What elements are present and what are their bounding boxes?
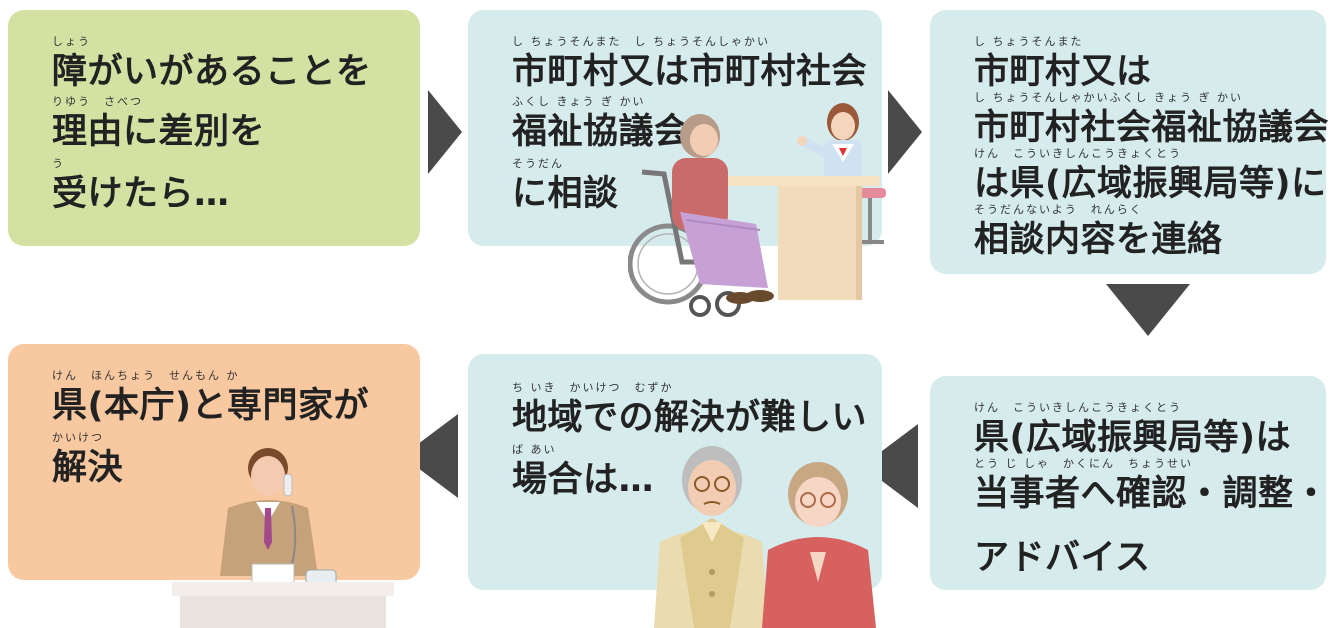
step-5-line-2: ば あい場合は… — [512, 443, 655, 501]
ruby: りゆう さべつ — [52, 95, 143, 108]
ruby: ば あい — [512, 443, 557, 456]
ruby: しょう — [52, 35, 91, 48]
arrow-down — [1106, 284, 1190, 336]
ruby: し ちょうそんまた — [974, 35, 1084, 48]
step-4-box: けん こういきしんこうきょくとう県(広域振興局等)は とう じ しゃ かくにん … — [930, 376, 1330, 590]
step-6-box: けん ほんちょう せんもん か県(本庁)と専門家が かいけつ解決 — [8, 344, 420, 580]
step-1-line-3: う受けたら… — [52, 157, 230, 215]
elderly-couple-illustration — [654, 446, 876, 628]
officer-illustration — [172, 448, 394, 628]
arrow-right-2 — [888, 90, 922, 174]
step-3-box: し ちょうそんまた市町村又は し ちょうそんしゃかいふくし きょう ぎ かい市町… — [930, 10, 1330, 274]
step-4-line-2: とう じ しゃ かくにん ちょうせい当事者へ確認・調整・ — [974, 457, 1330, 515]
ruby: とう じ しゃ かくにん ちょうせい — [974, 457, 1193, 470]
step-3-line-4: そうだんないよう れんらく相談内容を連絡 — [974, 203, 1223, 261]
step-6-line-2: かいけつ解決 — [52, 431, 124, 489]
ruby: ふくし きょう ぎ かい — [512, 95, 646, 108]
ruby: ち いき かいけつ むずか — [512, 381, 674, 394]
ruby: けん ほんちょう せんもん か — [52, 369, 240, 382]
ruby: し ちょうそんまた し ちょうそんしゃかい — [512, 35, 770, 48]
step-2-line-2: ふくし きょう ぎ かい福祉協議会 — [512, 95, 690, 153]
step-2-line-3: そうだんに相談 — [512, 157, 619, 215]
step-1-line-2: りゆう さべつ理由に差別を — [52, 95, 266, 153]
ruby: う — [52, 157, 65, 170]
step-1-box: しょう障がいがあることを りゆう さべつ理由に差別を う受けたら… — [8, 10, 420, 246]
arrow-right-1 — [428, 90, 462, 174]
ruby: かいけつ — [52, 431, 104, 444]
consultation-illustration — [628, 103, 886, 317]
ruby: けん こういきしんこうきょくとう — [974, 401, 1182, 414]
ruby: そうだん — [512, 157, 564, 170]
step-2-line-1: し ちょうそんまた し ちょうそんしゃかい市町村又は市町村社会 — [512, 35, 868, 93]
step-3-line-1: し ちょうそんまた市町村又は — [974, 35, 1152, 93]
ruby: し ちょうそんしゃかいふくし きょう ぎ かい — [974, 91, 1243, 104]
step-5-line-1: ち いき かいけつ むずか地域での解決が難しい — [512, 381, 868, 439]
ruby: そうだんないよう れんらく — [974, 203, 1143, 216]
step-4-line-1: けん こういきしんこうきょくとう県(広域振興局等)は — [974, 401, 1291, 459]
step-3-line-2: し ちょうそんしゃかいふくし きょう ぎ かい市町村社会福祉協議会 — [974, 91, 1330, 149]
step-1-line-1: しょう障がいがあることを — [52, 35, 372, 93]
step-6-line-1: けん ほんちょう せんもん か県(本庁)と専門家が — [52, 369, 369, 427]
step-4-line-3: アドバイス — [974, 538, 1151, 578]
ruby: けん こういきしんこうきょくとう — [974, 147, 1182, 160]
step-3-line-3: けん こういきしんこうきょくとうは県(広域振興局等)に — [974, 147, 1327, 205]
